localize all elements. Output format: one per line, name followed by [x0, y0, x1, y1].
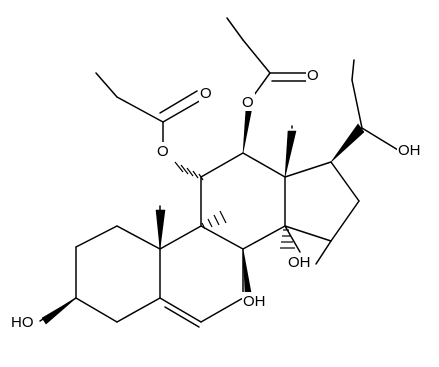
bond-c17-c16 [330, 161, 360, 202]
bond-carbonyl-c11-o-inner [159, 90, 198, 114]
bond-c9-c10 [159, 225, 202, 250]
bond-c11-acetyl-methyl-tip [95, 72, 118, 98]
wedge-bond-c8-oh [242, 248, 252, 293]
atom-label-o-ester-11: O [156, 142, 170, 160]
bond-c6-c7 [200, 297, 244, 323]
bond-c11-c12 [200, 152, 244, 178]
bond-c14-c8 [242, 225, 286, 250]
wedge-bond-c13-methyl [284, 130, 297, 178]
bond-c5-c6-double [159, 297, 202, 323]
atom-label-oh-14: OH [287, 253, 315, 271]
hash-bond-c9-h [201, 210, 227, 230]
bond-c12-acetyl-methyl-tip [226, 17, 244, 41]
atom-label-o-ester-12: O [241, 93, 255, 111]
bond-c3-c4 [75, 297, 118, 323]
atom-label-oh-8: OH [242, 292, 270, 310]
label-oh-8: OH [243, 293, 266, 310]
atom-label-o-carbonyl-12: O [306, 66, 320, 84]
label-o-carbonyl-12: O [307, 67, 319, 84]
bond-c15-c14 [284, 225, 332, 242]
atom-label-o-carbonyl-11: O [199, 84, 213, 102]
atom-label-oh-3: HO [10, 313, 38, 331]
label-oh-3: HO [11, 314, 34, 331]
bond-c1-c2 [75, 225, 118, 248]
bond-c12-acetyl-methyl [242, 39, 271, 74]
hash-bond-c11-o [174, 161, 204, 181]
bond-c13-c17 [284, 161, 332, 178]
bond-o-bridge-c16 [315, 240, 332, 265]
bond-c5-c6-double-inner [164, 306, 200, 328]
bond-c11-acetyl-methyl [116, 96, 164, 123]
wedge-bond-c10-methyl [155, 209, 166, 250]
label-o-carbonyl-11: O [200, 85, 212, 102]
wedge-bond-c3-oh [41, 297, 77, 325]
label-o-ester-11: O [157, 143, 169, 160]
label-oh-20: OH [398, 142, 421, 159]
bond-c10-c1 [116, 225, 161, 250]
wedge-bond-c17-c20 [330, 123, 365, 163]
wedge-bond-c12-o [242, 107, 253, 154]
bond-c20-c21 [351, 79, 363, 129]
bond-c20-o [361, 127, 399, 151]
stereo-bonds [41, 107, 365, 325]
atom-label-oh-20: OH [397, 141, 425, 159]
bonds [39, 17, 399, 328]
bond-c4-c5 [116, 297, 161, 323]
bond-carbonyl-c11-o [162, 98, 204, 123]
label-oh-14: OH [288, 254, 311, 271]
hash-bond-c14-oh [280, 229, 295, 249]
bond-c21-tip [351, 59, 355, 81]
bond-c16-c15 [330, 200, 360, 242]
atom-labels: O O O O OH HO OH OH [10, 66, 425, 331]
label-o-ester-12: O [242, 94, 254, 111]
bond-c12-c13 [242, 152, 286, 178]
bond-c8-c9 [200, 225, 244, 250]
